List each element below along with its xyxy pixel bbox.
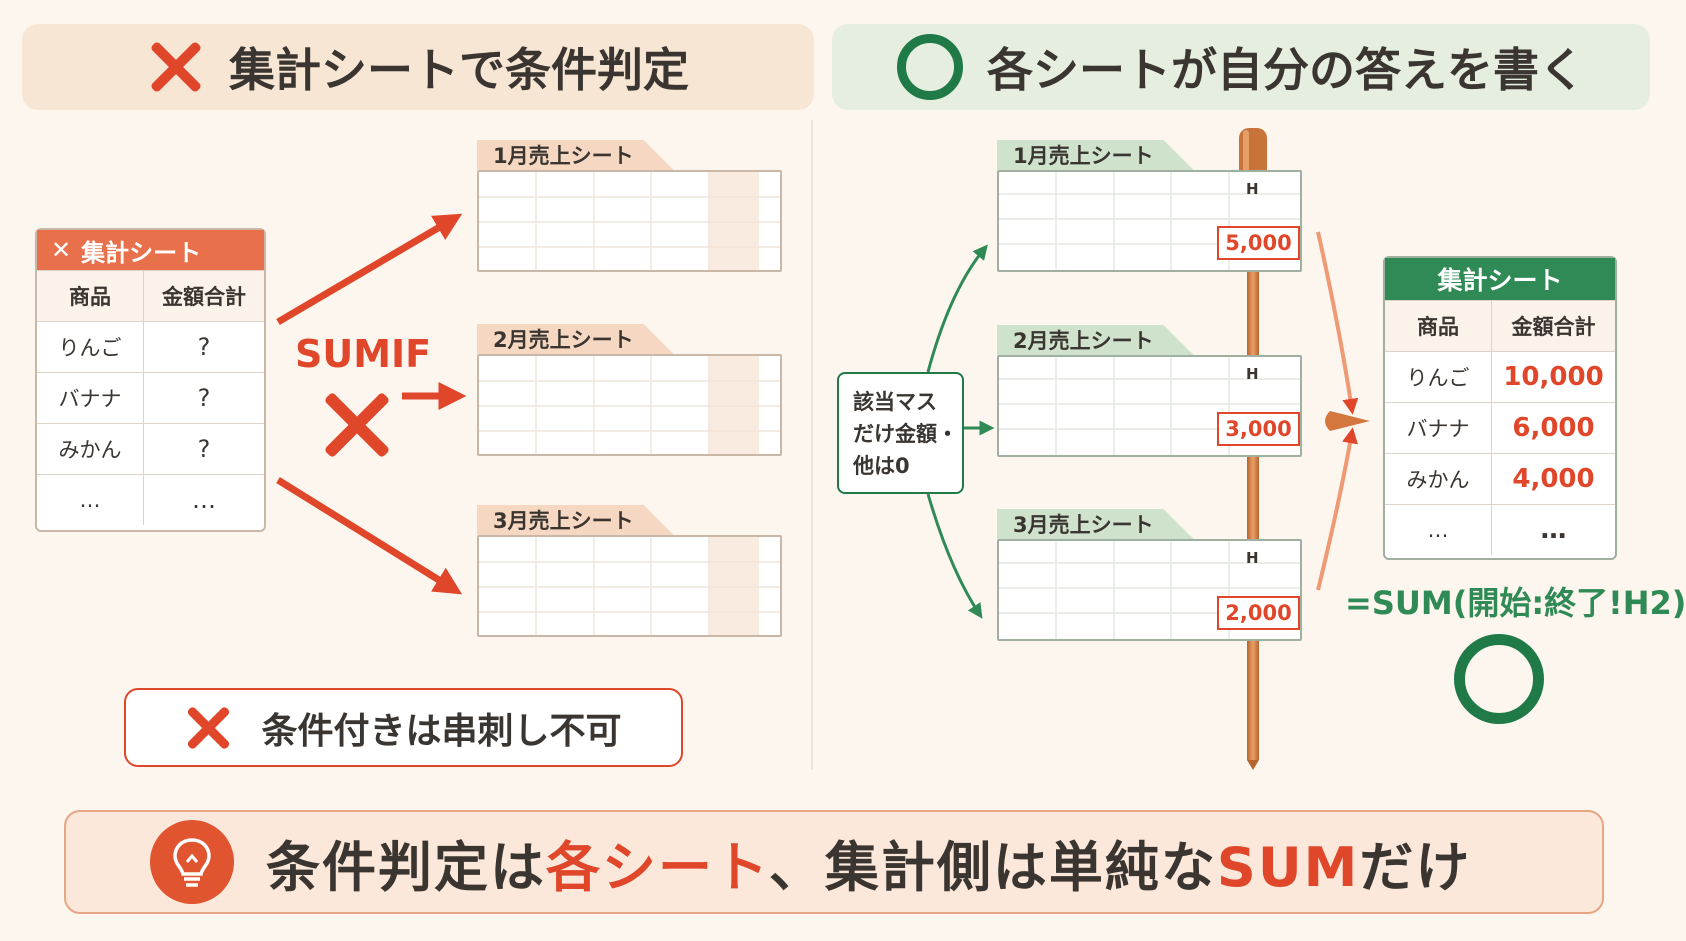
bottom-banner: 条件判定は各シート、集計側は単純なSUMだけ	[64, 810, 1604, 914]
arrow-callout-mar	[926, 493, 983, 619]
lightbulb-icon	[150, 820, 234, 904]
col-letter-h: H	[1246, 180, 1259, 198]
table-row: みかん 4,000	[1385, 453, 1615, 504]
sheet-tab: 2月売上シート	[477, 324, 674, 354]
summary-table-right: 集計シート 商品 金額合計 りんご 10,000 バナナ 6,000 みかん 4…	[1383, 256, 1617, 560]
arrow-callout-jan	[926, 244, 988, 373]
header-right-title: 各シートが自分の答えを書く	[987, 43, 1585, 97]
sheet-tab: 2月売上シート	[997, 325, 1194, 355]
table-row: … …	[37, 474, 264, 525]
cross-icon	[185, 705, 231, 751]
circle-ok-icon	[897, 34, 963, 100]
sheet-tab: 1月売上シート	[477, 140, 674, 170]
summary-table-left: ✕ 集計シート 商品 金額合計 りんご ? バナナ ? みかん ? … …	[35, 228, 266, 532]
banner-text: 条件判定は各シート、集計側は単純なSUMだけ	[266, 835, 1472, 899]
sum-formula: =SUM(開始:終了!H2)	[1345, 584, 1686, 622]
callout-note: 該当マス だけ金額・ 他は0	[837, 372, 964, 494]
sheet-jan-right: 1月売上シート	[997, 140, 1302, 272]
summary-table-title: ✕ 集計シート	[37, 230, 264, 270]
result-table-title: 集計シート	[1385, 258, 1615, 300]
table-header-row: 商品 金額合計	[37, 270, 264, 321]
sheet-tab: 1月売上シート	[997, 140, 1194, 170]
header-left-title: 集計シートで条件判定	[229, 43, 689, 97]
sheet-grid	[477, 170, 782, 272]
table-row: りんご 10,000	[1385, 351, 1615, 402]
value-feb: 3,000	[1217, 412, 1300, 446]
arrow-to-mar	[276, 477, 463, 595]
table-row: みかん ?	[37, 423, 264, 474]
table-row: バナナ ?	[37, 372, 264, 423]
table-row: バナナ 6,000	[1385, 402, 1615, 453]
sheet-feb-left: 2月売上シート	[477, 324, 782, 456]
sheet-tab: 3月売上シート	[477, 505, 674, 535]
sheet-jan-left: 1月売上シート	[477, 140, 782, 272]
col-letter-h: H	[1246, 365, 1259, 383]
sheet-mar-left: 3月売上シート	[477, 505, 782, 637]
sheet-tab: 3月売上シート	[997, 509, 1194, 539]
table-header-row: 商品 金額合計	[1385, 300, 1615, 351]
table-row: りんご ?	[37, 321, 264, 372]
sheet-grid	[477, 354, 782, 456]
cross-icon: ✕	[51, 236, 72, 264]
cross-icon	[322, 390, 392, 460]
sheet-grid	[477, 535, 782, 637]
arrow-to-jan	[276, 213, 463, 326]
panel-divider	[811, 120, 813, 770]
col-letter-h: H	[1246, 549, 1259, 567]
table-row: … …	[1385, 504, 1615, 555]
header-left: 集計シートで条件判定	[22, 24, 814, 110]
sumif-label: SUMIF	[295, 332, 432, 376]
circle-ok-icon	[1454, 634, 1544, 724]
value-jan: 5,000	[1217, 226, 1300, 260]
header-right: 各シートが自分の答えを書く	[832, 24, 1650, 110]
note-no-conditional: 条件付きは串刺し不可	[124, 688, 683, 767]
sheet-feb-right: 2月売上シート	[997, 325, 1302, 457]
value-mar: 2,000	[1217, 596, 1300, 630]
